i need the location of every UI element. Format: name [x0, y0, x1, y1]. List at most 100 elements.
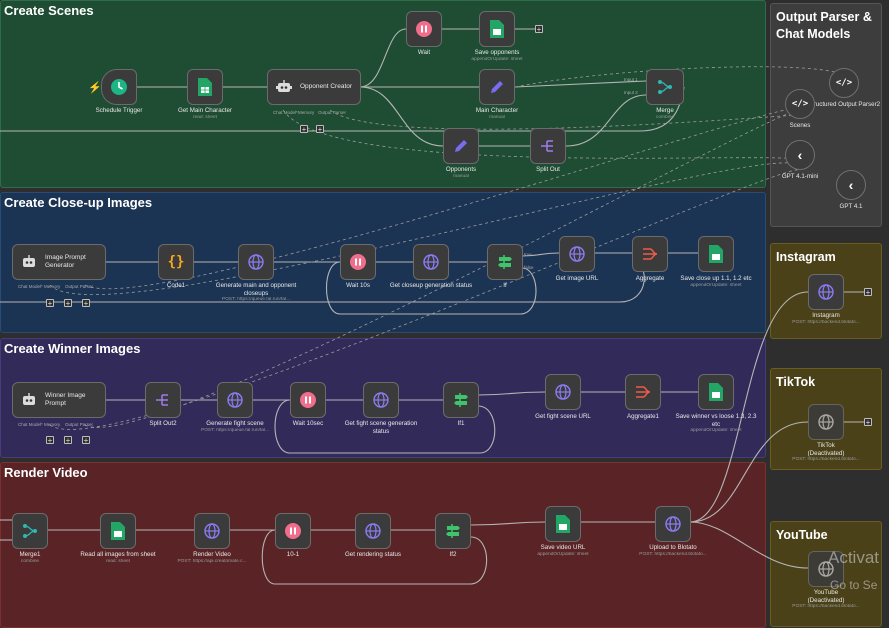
split-out2-node[interactable] [145, 382, 181, 418]
save-video-url-node[interactable] [545, 506, 581, 542]
if1-label: If1 [457, 420, 465, 427]
globe-icon [248, 254, 264, 270]
read-all-images-node[interactable] [100, 513, 136, 549]
tiktok-node[interactable] [808, 404, 844, 440]
pause-icon [285, 523, 301, 539]
add-output-parser-button[interactable]: + [82, 436, 90, 445]
pencil-icon [453, 138, 469, 154]
merge-icon [22, 523, 38, 539]
merge1-node[interactable] [12, 513, 48, 549]
opponent-creator-port-chat-model: Chat Model* [273, 110, 298, 115]
google-sheets-icon [709, 245, 723, 263]
add-memory-button[interactable]: + [316, 125, 324, 134]
youtube-node[interactable] [808, 551, 844, 587]
structured-output-parser-node[interactable]: </> [829, 68, 859, 98]
gpt41-mini-label: GPT 4.1-mini [781, 173, 819, 180]
schedule-trigger-node[interactable] [101, 69, 137, 105]
wait-node[interactable] [406, 11, 442, 47]
split-out2-label: Split Out2 [149, 420, 177, 427]
add-memory-button[interactable]: + [64, 436, 72, 445]
winner-prompt-port-chat-model: Chat Model* [18, 422, 43, 427]
if-false-label: false [524, 265, 534, 270]
add-node-after-instagram-button[interactable]: + [864, 288, 872, 297]
if-node[interactable] [487, 244, 523, 280]
if-signpost-icon [445, 523, 461, 539]
aggregate1-label: Aggregate1 [627, 413, 659, 420]
split-out-label: Split Out [536, 166, 560, 173]
opponents-node[interactable] [443, 128, 479, 164]
merge-node[interactable] [646, 69, 684, 105]
code1-node[interactable]: {} [158, 244, 194, 280]
upload-blotato-node[interactable] [655, 506, 691, 542]
if-signpost-icon [497, 254, 513, 270]
image-prompt-port-output-parser: Output Parser [65, 284, 94, 289]
generate-fight-scene-node[interactable] [217, 382, 253, 418]
wait-10sec-label: Wait 10sec [292, 420, 324, 427]
google-sheets-icon [111, 522, 125, 540]
add-memory-button[interactable]: + [64, 299, 72, 308]
aggregate-node[interactable] [632, 236, 668, 272]
group-title-winner: Create Winner Images [4, 341, 141, 356]
gpt41-node[interactable]: ‹ [836, 170, 866, 200]
winner-image-prompt-node[interactable]: Winner Image Prompt [12, 382, 106, 418]
youtube-label: YouTube (Deactivated)POST: https://backe… [792, 589, 860, 609]
instagram-node[interactable] [808, 274, 844, 310]
add-chat-model-button[interactable]: + [300, 125, 308, 134]
gpt41-mini-node[interactable]: ‹ [785, 140, 815, 170]
wait-10-1-node[interactable] [275, 513, 311, 549]
save-winner-node[interactable] [698, 374, 734, 410]
get-fight-status-node[interactable] [363, 382, 399, 418]
get-main-character-node[interactable] [187, 69, 223, 105]
get-closeup-status-node[interactable] [413, 244, 449, 280]
google-sheets-icon [490, 20, 504, 38]
add-chat-model-button[interactable]: + [46, 436, 54, 445]
gpt41-label: GPT 4.1 [839, 203, 863, 210]
save-opponents-node[interactable] [479, 11, 515, 47]
wait-10sec-node[interactable] [290, 382, 326, 418]
get-image-url-node[interactable] [559, 236, 595, 272]
robot-icon [276, 80, 292, 94]
split-icon [540, 139, 556, 153]
split-out-node[interactable] [530, 128, 566, 164]
globe-icon [423, 254, 439, 270]
schedule-trigger-label: Schedule Trigger [95, 107, 143, 114]
if2-node[interactable] [435, 513, 471, 549]
if-true-label: true [524, 252, 532, 257]
scenes-parser-node[interactable]: </> [785, 89, 815, 119]
openai-chevron-icon: ‹ [848, 177, 854, 193]
render-video-node[interactable] [194, 513, 230, 549]
globe-icon [227, 392, 243, 408]
if1-node[interactable] [443, 382, 479, 418]
add-node-after-save-opponents-button[interactable]: + [535, 25, 543, 34]
add-chat-model-button[interactable]: + [46, 299, 54, 308]
wait-label: Wait [417, 49, 431, 56]
group-title-output: Output Parser & Chat Models [776, 10, 872, 41]
group-title-tiktok: TikTok [776, 375, 816, 389]
group-title-instagram: Instagram [776, 250, 836, 264]
main-character-node[interactable] [479, 69, 515, 105]
get-rendering-status-label: Get rendering status [344, 551, 402, 558]
save-closeup-node[interactable] [698, 236, 734, 272]
pause-icon [300, 392, 316, 408]
code-brackets-icon: </> [791, 99, 809, 109]
pencil-icon [489, 79, 505, 95]
group-output-parser-chat-models: Output Parser & Chat Models [770, 3, 882, 227]
get-fight-url-node[interactable] [545, 374, 581, 410]
generate-closeups-node[interactable] [238, 244, 274, 280]
wait-10s-node[interactable] [340, 244, 376, 280]
image-prompt-generator-node[interactable]: Image Prompt Generator [12, 244, 106, 280]
aggregate-label: Aggregate [635, 275, 665, 282]
opponent-creator-label: Opponent Creator [300, 83, 353, 90]
add-node-after-tiktok-button[interactable]: + [864, 418, 872, 427]
get-rendering-status-node[interactable] [355, 513, 391, 549]
opponent-creator-node[interactable]: Opponent Creator [267, 69, 361, 105]
add-output-parser-button[interactable]: + [82, 299, 90, 308]
aggregate1-node[interactable] [625, 374, 661, 410]
